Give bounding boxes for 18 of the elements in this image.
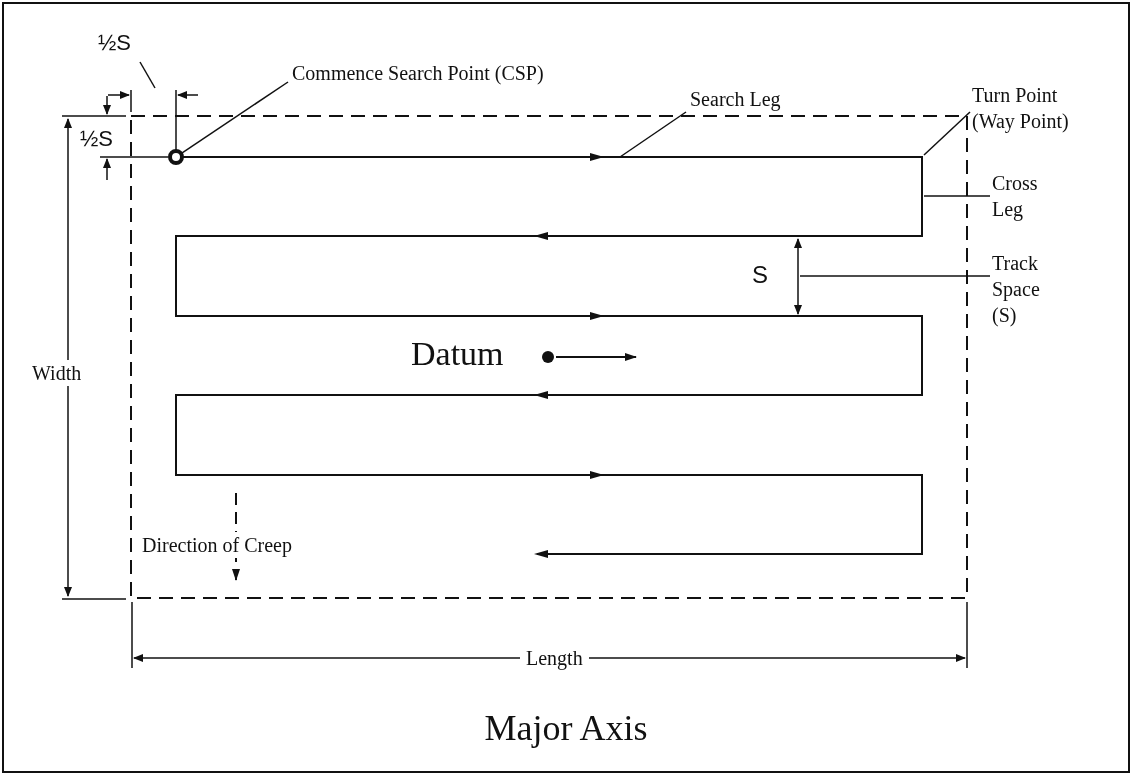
leader-line xyxy=(619,111,687,158)
dimension-label: S xyxy=(752,262,768,288)
callout-label: Track Space (S) xyxy=(992,250,1054,328)
dimension-label: ½S xyxy=(98,30,148,56)
datum-label: Datum xyxy=(411,334,504,374)
leader-line xyxy=(923,195,991,197)
leader-line xyxy=(139,61,156,89)
leader-line xyxy=(799,275,991,277)
callout-label: Commence Search Point (CSP) xyxy=(292,60,552,86)
direction-label: Direction of Creep xyxy=(142,532,292,558)
callout-label: Search Leg xyxy=(690,86,810,112)
caption: Major Axis xyxy=(484,708,648,748)
callout-label: Cross Leg xyxy=(992,170,1047,222)
dimension-label: Width xyxy=(32,360,82,386)
dimension-label: ½S xyxy=(80,126,114,152)
leader-line xyxy=(181,81,289,154)
callout-label: Turn Point (Way Point) xyxy=(972,82,1087,134)
search-point-dot xyxy=(168,149,184,165)
